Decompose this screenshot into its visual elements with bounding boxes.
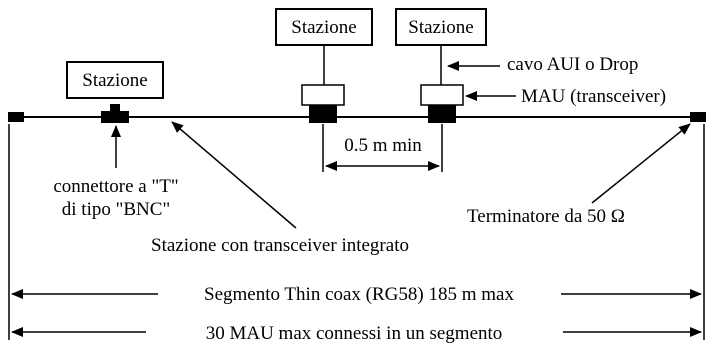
bnc-t-stem xyxy=(110,104,120,112)
max-mau-label: 30 MAU max connessi in un segmento xyxy=(206,323,503,344)
right-terminator xyxy=(690,112,706,122)
aui-cable-label: cavo AUI o Drop xyxy=(507,54,638,75)
mau-label: MAU (transceiver) xyxy=(521,86,666,107)
station-label-right: Stazione xyxy=(408,17,473,38)
mau-tap-right xyxy=(428,105,456,113)
integrated-transceiver-arrow xyxy=(171,121,297,229)
mau-clamp-middle xyxy=(309,111,337,123)
bnc-label-line2: di tipo "BNC" xyxy=(62,199,170,220)
station-box-middle xyxy=(275,8,373,46)
right-station-group: Stazione xyxy=(395,8,487,123)
spacing-label: 0.5 m min xyxy=(344,135,422,156)
station-label-middle: Stazione xyxy=(291,17,356,38)
terminator-label: Terminatore da 50 Ω xyxy=(467,206,625,227)
station-box-left xyxy=(66,61,164,99)
left-station-group: Stazione xyxy=(66,61,164,123)
left-terminator xyxy=(8,112,24,122)
station-label-left: Stazione xyxy=(82,70,147,91)
mau-tap-middle xyxy=(309,105,337,113)
mau-right xyxy=(420,84,464,106)
bnc-label-line1: connettore a "T" xyxy=(53,176,178,197)
segment-length-label: Segmento Thin coax (RG58) 185 m max xyxy=(204,284,514,305)
mau-middle xyxy=(301,84,345,106)
terminator-arrow xyxy=(591,123,691,204)
mau-clamp-right xyxy=(428,111,456,123)
integrated-transceiver-label: Stazione con transceiver integrato xyxy=(151,235,409,256)
station-box-right xyxy=(395,8,487,46)
bnc-t-connector xyxy=(101,111,129,123)
middle-station-group: Stazione xyxy=(275,8,373,123)
